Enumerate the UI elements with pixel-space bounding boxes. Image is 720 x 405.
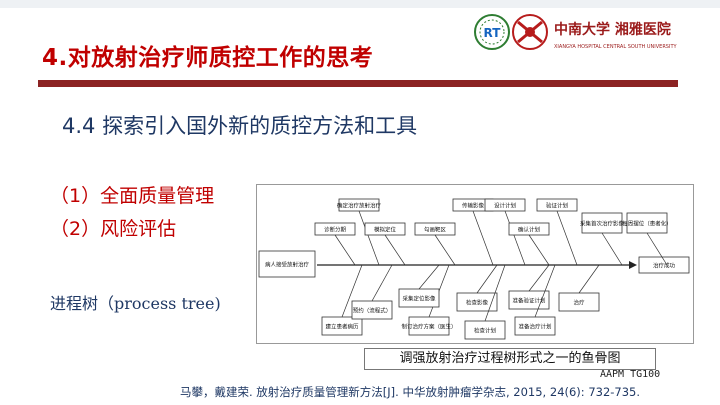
bottom-bone-1 (341, 264, 363, 318)
bottom-cause-5-label: 采集定位影像 (402, 295, 436, 303)
top-cause-6-label: 设计计划 (494, 202, 516, 210)
bullet-total-quality: （1）全面质量管理 (50, 185, 215, 207)
university-name: 中南大学 湘雅医院 (554, 21, 671, 38)
top-cause-5-label: 传输影像 (462, 202, 485, 210)
top-bone-9 (601, 232, 623, 266)
bottom-bone-9 (578, 264, 600, 294)
rt-logo-text: RT (484, 26, 502, 40)
bottom-cause-2-label: 制订治疗方案（医生） (401, 323, 456, 331)
top-bone-3 (384, 234, 406, 266)
bottom-bone-6 (484, 264, 506, 322)
end-node-label: 治疗成功 (653, 262, 676, 270)
top-cause-4-label: 勾画靶区 (424, 226, 447, 234)
start-node-box (258, 250, 316, 278)
top-cause-10-label: 每周摆位（患者化） (622, 220, 672, 228)
bottom-bone-3 (371, 264, 393, 302)
top-bone-2 (358, 210, 380, 266)
top-bone-10 (646, 232, 668, 266)
bottom-cause-8-label: 准备治疗计划 (518, 323, 551, 331)
fishbone-diagram: 病人接受放射治疗 治疗成功 诊断分期 确定治疗放射治疗模拟定位 勾画靶区 传输影像 设计计划… (256, 184, 694, 344)
bottom-cause-6-label: 检查计划 (474, 327, 496, 335)
title-rule (38, 80, 678, 87)
diagram-caption: 调强放射治疗过程树形式之一的鱼骨图 (364, 348, 656, 370)
top-bone-6 (504, 210, 526, 266)
top-cause-9-label: 采集首次治疗影像 (580, 220, 625, 228)
slide-subtitle: 4.4 探索引入国外新的质控方法和工具 (62, 114, 418, 138)
top-bar (0, 0, 720, 8)
bottom-bone-7 (528, 264, 550, 292)
slide-title: 4.对放射治疗师质控工作的思考 (42, 45, 374, 71)
top-cause-3-label: 模拟定位 (374, 226, 397, 234)
bottom-bone-5 (418, 264, 440, 290)
hospital-english-name: XIANGYA HOSPITAL CENTRAL SOUTH UNIVERSIT… (554, 44, 677, 50)
process-tree-label: 进程树（process tree) (50, 294, 221, 313)
top-bone-7 (528, 234, 550, 266)
bottom-bone-4 (476, 264, 498, 294)
hospital-logo: RT 中南大学 湘雅医院 XIANGYA HOSPITAL CENTRAL SO… (474, 14, 677, 50)
bottom-cause-3-label: 预约（流程式） (353, 307, 392, 315)
bottom-cause-1-label: 建立患者病历 (325, 323, 359, 331)
top-cause-1-label: 诊断分期 (324, 226, 347, 234)
end-node-box (638, 256, 690, 274)
bottom-bone-8 (534, 264, 556, 318)
top-bone-5 (472, 210, 494, 266)
logo-area: RT 中南大学 湘雅医院 XIANGYA HOSPITAL CENTRAL SO… (470, 12, 718, 56)
bottom-cause-7-label: 准备验证计划 (512, 297, 545, 305)
top-cause-2-label: 确定治疗放射治疗 (337, 202, 382, 210)
top-bone-4 (434, 234, 456, 266)
aapm-label: AAPM TG100 (600, 369, 661, 380)
spine-arrowhead (629, 261, 637, 269)
reference-citation: 马攀，戴建荣. 放射治疗质量管理新方法[J]. 中华放射肿瘤学杂志, 2015,… (180, 385, 641, 399)
start-node-label: 病人接受放射治疗 (265, 261, 310, 269)
top-cause-8-label: 验证计划 (546, 202, 568, 210)
bottom-cause-4-label: 检查影像 (466, 299, 489, 307)
bottom-cause-9-label: 治疗 (573, 299, 585, 307)
top-bone-8 (556, 210, 578, 266)
top-bone-1 (334, 234, 356, 266)
bullet-risk-assessment: （2）风险评估 (50, 218, 177, 240)
top-cause-7-label: 确认计划 (518, 226, 540, 234)
